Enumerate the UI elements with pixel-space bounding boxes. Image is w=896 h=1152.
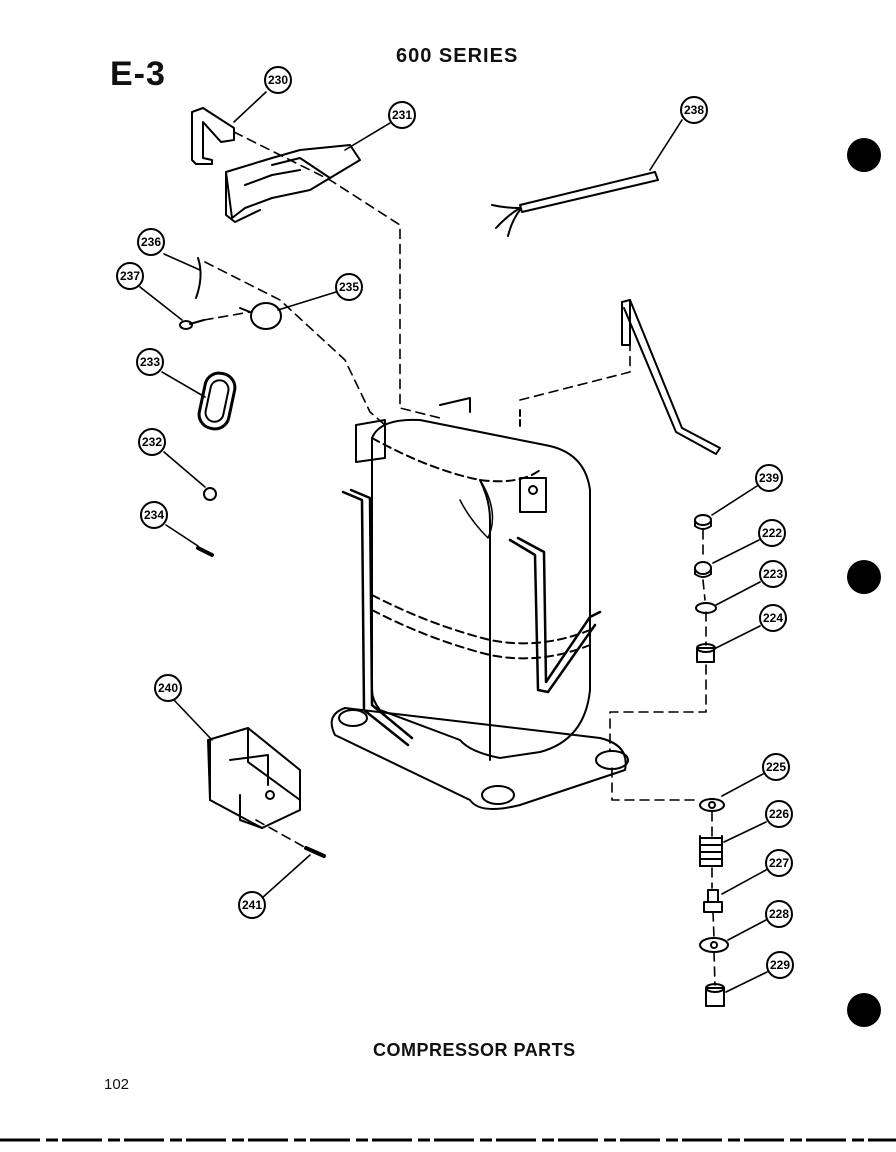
part-233-gasket <box>197 371 237 431</box>
series-title: 600 SERIES <box>396 45 519 67</box>
svg-text:225: 225 <box>766 760 786 774</box>
punch-hole-middle <box>847 560 881 594</box>
callout-233: 233 <box>136 348 164 376</box>
callout-224: 224 <box>759 604 787 632</box>
callout-234: 234 <box>140 501 168 529</box>
callout-239: 239 <box>755 464 783 492</box>
callout-241: 241 <box>238 891 266 919</box>
part-234-screw <box>196 546 214 557</box>
compressor-body <box>330 397 629 810</box>
callout-222: 222 <box>758 519 786 547</box>
callout-237: 237 <box>116 262 144 290</box>
part-240-relay <box>207 727 301 829</box>
mount-hardware-upper <box>694 514 717 663</box>
punch-hole-top <box>847 138 881 172</box>
svg-text:236: 236 <box>141 235 161 249</box>
callout-231: 231 <box>388 101 416 129</box>
svg-text:228: 228 <box>769 907 789 921</box>
callout-240: 240 <box>154 674 182 702</box>
part-232-nut <box>203 487 217 501</box>
part-235-overload <box>239 302 282 330</box>
callout-236: 236 <box>137 228 165 256</box>
svg-text:233: 233 <box>140 355 160 369</box>
callout-238: 238 <box>680 96 708 124</box>
part-231-terminal-cover <box>225 144 361 223</box>
svg-text:223: 223 <box>763 567 783 581</box>
callout-230: 230 <box>264 66 292 94</box>
mounting-rod <box>621 299 721 455</box>
callout-232: 232 <box>138 428 166 456</box>
callout-227: 227 <box>765 849 793 877</box>
mount-hardware-lower <box>699 798 729 1007</box>
section-code: E-3 <box>110 55 166 93</box>
part-230-bracket <box>191 107 235 165</box>
svg-text:237: 237 <box>120 269 140 283</box>
callout-228: 228 <box>765 900 793 928</box>
svg-text:226: 226 <box>769 807 789 821</box>
svg-text:240: 240 <box>158 681 178 695</box>
svg-text:234: 234 <box>144 508 164 522</box>
svg-text:238: 238 <box>684 103 704 117</box>
callout-235: 235 <box>335 273 363 301</box>
leader-lines <box>139 91 768 993</box>
part-241-screw <box>304 846 326 858</box>
svg-text:229: 229 <box>770 958 790 972</box>
svg-text:227: 227 <box>769 856 789 870</box>
page-number: 102 <box>104 1076 130 1093</box>
part-237-screw <box>179 319 205 330</box>
svg-text:230: 230 <box>268 73 288 87</box>
assembly-lines <box>203 131 716 986</box>
svg-text:232: 232 <box>142 435 162 449</box>
svg-text:231: 231 <box>392 108 412 122</box>
part-238-wire-harness <box>491 171 659 237</box>
part-236-lead-wire <box>195 257 202 299</box>
callout-223: 223 <box>759 560 787 588</box>
svg-text:224: 224 <box>763 611 783 625</box>
svg-text:235: 235 <box>339 280 359 294</box>
svg-text:239: 239 <box>759 471 779 485</box>
callouts: 230 231 238 236 237 235 233 232 234 239 … <box>116 66 794 979</box>
callout-225: 225 <box>762 753 790 781</box>
punch-hole-bottom <box>847 993 881 1027</box>
svg-text:241: 241 <box>242 898 262 912</box>
diagram-caption: COMPRESSOR PARTS <box>373 1040 576 1060</box>
callout-226: 226 <box>765 800 793 828</box>
svg-text:222: 222 <box>762 526 782 540</box>
callout-229: 229 <box>766 951 794 979</box>
